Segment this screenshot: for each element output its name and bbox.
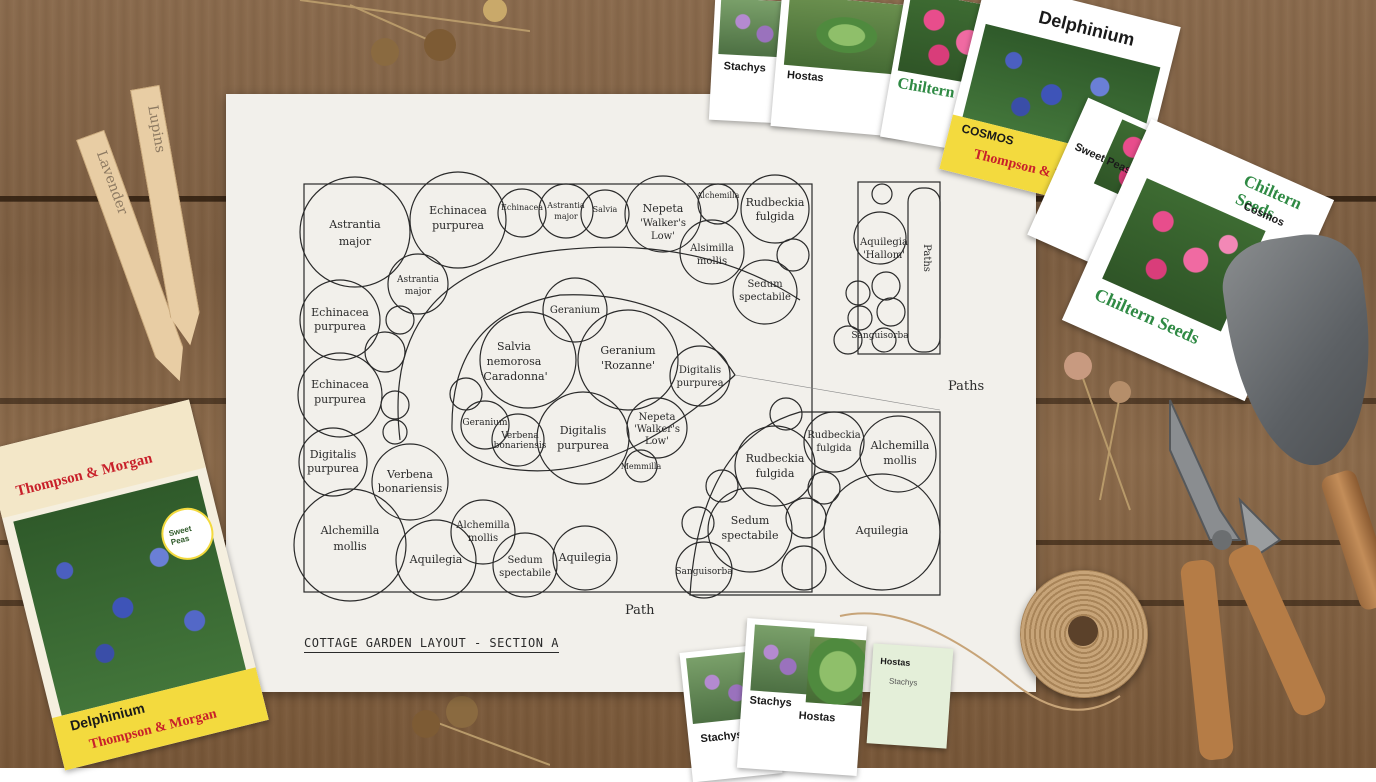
plant-label: fulgida [816, 443, 851, 454]
plant-label: major [405, 287, 432, 297]
plant-label: Aquilegia [558, 551, 612, 564]
packet-name: Hostas [786, 69, 825, 85]
plant-label: purpurea [432, 219, 484, 232]
bed-outline [689, 411, 941, 596]
plant-label: Rudbeckia [807, 430, 861, 441]
plant-label: Aquilegia [855, 524, 909, 537]
plant-label: Alchemilla [696, 191, 740, 200]
plant-label: purpurea [676, 378, 723, 389]
plant-label: Verbena [500, 431, 539, 441]
plant-label: 'Walker's [634, 424, 680, 435]
plant-label: Astrantia [546, 201, 585, 210]
plant-label: Astrantia [396, 275, 440, 285]
plant-label: major [339, 235, 372, 248]
plant-label: 'Rozanne' [601, 359, 655, 372]
plant-label: bonariensis [378, 482, 443, 495]
plant-label: Astrantia [328, 218, 381, 231]
path-label: Path [625, 603, 655, 618]
plant-label: Digitalis [560, 424, 607, 437]
plant-label: fulgida [756, 210, 795, 223]
plant-label: Echinacea [501, 203, 543, 212]
plant-label: 'Hallom' [863, 250, 905, 261]
plant-label: Echinacea [311, 306, 369, 319]
plant-label: Alchemilla [320, 524, 380, 537]
packet-badge-label: Sweet Peas [167, 523, 193, 547]
plant-label: Nepeta [639, 412, 676, 423]
plant-label: spectabile [722, 529, 779, 542]
twine-core [1068, 616, 1098, 646]
plant-label: Low' [651, 231, 675, 242]
card-item: Stachys [888, 676, 918, 688]
plant-label: Sanguisorba [675, 567, 733, 577]
plant-label: Rudbeckia [746, 452, 805, 465]
packet-name: Stachys [749, 694, 793, 710]
plant-label: Aquilegia [859, 237, 908, 248]
plant-label: Salvia [593, 205, 618, 214]
plant-label: Paths [921, 244, 932, 272]
secateurs [1169, 399, 1326, 761]
packet-name: Stachys [723, 60, 767, 75]
plant-label: Echinacea [429, 204, 487, 217]
dried-flowers-bottom [412, 696, 550, 766]
plant-label: purpurea [314, 320, 366, 333]
plant-label: Sedum [507, 555, 543, 566]
twine-string [839, 612, 1121, 711]
plant-label: spectabile [739, 292, 791, 303]
plant-label: 'Walker's [640, 218, 686, 229]
plant-label: Digitalis [679, 365, 721, 376]
plant-label: mollis [468, 533, 498, 544]
plant-label: Geranium [600, 344, 656, 357]
card-title: Hostas [880, 655, 911, 668]
plant-label: mollis [697, 256, 727, 267]
plant-label: purpurea [314, 393, 366, 406]
plant-label: fulgida [756, 467, 795, 480]
plant-label: 'Caradonna' [480, 370, 547, 383]
plant-label: Alsimilla [689, 243, 734, 254]
plant-label: Sanguisorba [851, 331, 909, 341]
packet-name: Hostas [798, 709, 836, 725]
plant-label: nemorosa [487, 355, 542, 368]
plant-label: Echinacea [311, 378, 369, 391]
plant-label: Rudbeckia [746, 196, 805, 209]
seed-packet-stachys-hostas: Stachys Hostas [736, 617, 868, 777]
dried-flowers-top [299, 0, 530, 66]
plant-label: Digitalis [310, 448, 357, 461]
plant-label: mollis [333, 540, 367, 553]
plant-label: Sedum [731, 514, 770, 527]
path-label: Paths [948, 379, 984, 394]
seed-card-hostas: Hostas Stachys [866, 643, 954, 749]
plant-label: Alchemilla [455, 520, 509, 531]
plant-label: spectabile [499, 568, 551, 579]
plan-caption: COTTAGE GARDEN LAYOUT - SECTION A [304, 636, 559, 653]
plant-label: Nepeta [643, 202, 684, 215]
plant-label: Aquilegia [409, 553, 463, 566]
plant-label: Geranium [550, 305, 601, 316]
packet-name: Stachys [699, 728, 744, 746]
plant-label: purpurea [557, 439, 609, 452]
plant-label: bonariensis [494, 441, 547, 451]
plant-label: Memmilla [621, 462, 662, 471]
plant-label: Sedum [747, 279, 783, 290]
dried-flowers-right [1064, 352, 1131, 511]
plant-label: major [554, 212, 578, 221]
plant-label: Low' [645, 436, 669, 447]
plant-label: mollis [883, 454, 917, 467]
plant-label: Salvia [497, 340, 531, 353]
plant-label: Geranium [462, 418, 508, 428]
plant-label: purpurea [307, 462, 359, 475]
path-curve [397, 246, 801, 441]
plant-label: Verbena [386, 468, 433, 481]
plant-label: Alchemilla [870, 439, 930, 452]
